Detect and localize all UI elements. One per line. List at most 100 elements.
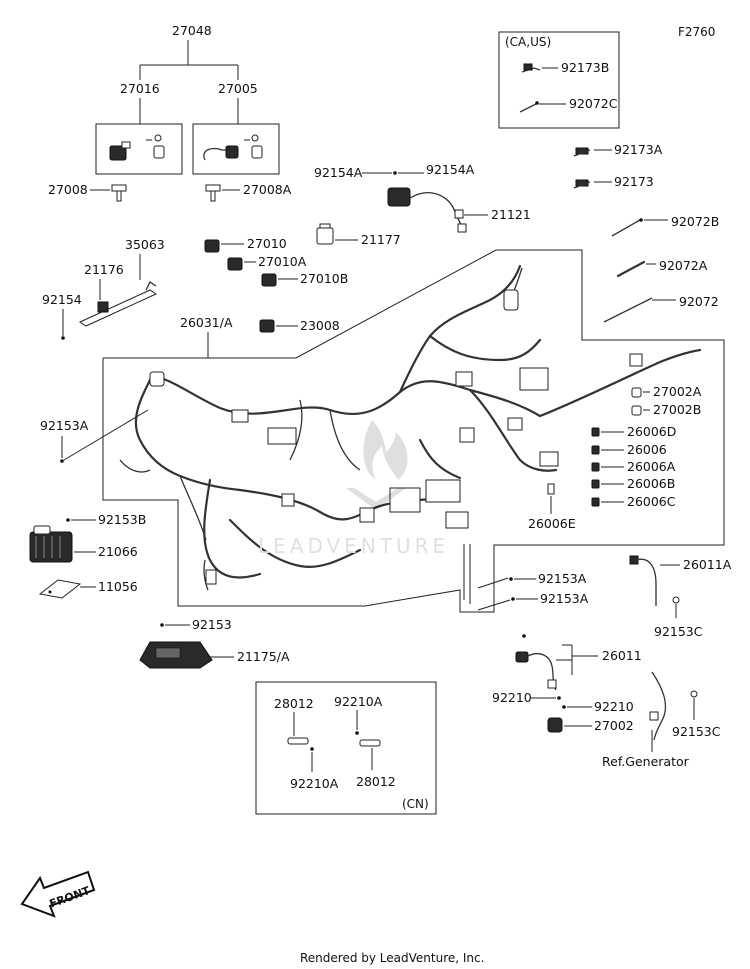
label-26011[interactable]: 26011 [602, 648, 642, 663]
label-92153[interactable]: 92153 [192, 617, 232, 632]
label-92154A-left[interactable]: 92154A [314, 165, 363, 180]
label-92173[interactable]: 92173 [614, 174, 654, 189]
label-92153A-2[interactable]: 92153A [540, 591, 589, 606]
label-92154A-right[interactable]: 92154A [426, 162, 475, 177]
terminal-26006C-part [591, 497, 600, 507]
clip-92173A-part [573, 147, 591, 157]
label-27005[interactable]: 27005 [218, 81, 258, 96]
label-92153A-left[interactable]: 92153A [40, 418, 89, 433]
label-92154[interactable]: 92154 [42, 292, 82, 307]
band-92072C-part [519, 101, 539, 113]
box-cn [255, 681, 437, 815]
box-27005 [192, 123, 280, 175]
label-26006B[interactable]: 26006B [627, 476, 675, 491]
switch-27010B-part [261, 273, 277, 287]
label-92072A[interactable]: 92072A [659, 258, 708, 273]
label-92210A-b[interactable]: 92210A [290, 776, 339, 791]
bracket-35063-part [78, 281, 158, 327]
terminal-26006D-part [591, 427, 600, 437]
label-27002A[interactable]: 27002A [653, 384, 702, 399]
watermark-logo [346, 420, 408, 510]
label-27048[interactable]: 27048 [172, 23, 212, 38]
label-92072B[interactable]: 92072B [671, 214, 719, 229]
lead-26011-part [515, 651, 557, 691]
label-27010[interactable]: 27010 [247, 236, 287, 251]
cap-27002B-part [631, 405, 642, 416]
label-27002B[interactable]: 27002B [653, 402, 701, 417]
label-92153A-1[interactable]: 92153A [538, 571, 587, 586]
label-23008[interactable]: 23008 [300, 318, 340, 333]
clip-92173B-part [521, 63, 541, 73]
generator-lead-part [649, 671, 667, 741]
harness-outline [102, 249, 725, 613]
label-26006D[interactable]: 26006D [627, 424, 676, 439]
clip-27008-part [111, 184, 127, 202]
label-21176[interactable]: 21176 [84, 262, 124, 277]
footer-credit: Rendered by LeadVenture, Inc. [300, 951, 484, 965]
cap-27002A-part [631, 387, 642, 398]
band-92072A-part [616, 260, 646, 278]
pad-11056-part [38, 579, 82, 599]
label-cn: (CN) [402, 797, 429, 811]
label-92072C[interactable]: 92072C [569, 96, 618, 111]
label-92210-right[interactable]: 92210 [594, 699, 634, 714]
label-92072[interactable]: 92072 [679, 294, 719, 309]
sensor-21121-part [387, 187, 467, 233]
label-26006[interactable]: 26006 [627, 442, 667, 457]
clip-28012-a-part [287, 737, 309, 745]
label-35063[interactable]: 35063 [125, 237, 165, 252]
label-21177[interactable]: 21177 [361, 232, 401, 247]
main-harness-part [119, 264, 702, 591]
terminal-26006-part [591, 445, 600, 455]
box-27016 [95, 123, 183, 175]
figure-code: F2760 [678, 25, 715, 39]
relay-21177-part [316, 223, 334, 245]
label-92173A[interactable]: 92173A [614, 142, 663, 157]
screw-92153C-part-1 [672, 596, 680, 604]
label-27010A[interactable]: 27010A [258, 254, 307, 269]
label-92173B[interactable]: 92173B [561, 60, 609, 75]
switch-27005-part [203, 134, 263, 161]
regulator-21066-part [29, 525, 73, 563]
terminal-26006E-part [547, 483, 555, 495]
terminal-26006B-part [591, 479, 600, 489]
clip-92173-part [573, 179, 591, 189]
front-arrow-icon: FRONT [20, 870, 96, 918]
relay-23008-part [259, 319, 275, 333]
label-27016[interactable]: 27016 [120, 81, 160, 96]
label-28012-a[interactable]: 28012 [274, 696, 314, 711]
label-26011A[interactable]: 26011A [683, 557, 732, 572]
label-92153C-2[interactable]: 92153C [672, 724, 721, 739]
label-27008[interactable]: 27008 [48, 182, 88, 197]
label-26006E[interactable]: 26006E [528, 516, 576, 531]
label-27002[interactable]: 27002 [594, 718, 634, 733]
label-26006A[interactable]: 26006A [627, 459, 676, 474]
ref-generator: Ref.Generator [602, 754, 690, 769]
label-26006C[interactable]: 26006C [627, 494, 676, 509]
label-92210A-a[interactable]: 92210A [334, 694, 383, 709]
ecu-21175A-part [139, 641, 213, 669]
label-27008A[interactable]: 27008A [243, 182, 292, 197]
label-92210-left[interactable]: 92210 [492, 690, 532, 705]
label-26031A[interactable]: 26031/A [180, 315, 233, 330]
terminal-26006A-part [591, 462, 600, 472]
box-ca-us [498, 31, 620, 129]
band-92072B-part [611, 218, 643, 237]
watermark-text: LEADVENTURE [258, 534, 449, 558]
lead-26011A-part [629, 555, 657, 606]
label-21121[interactable]: 21121 [491, 207, 531, 222]
cap-27002-part [547, 717, 563, 733]
label-21175A[interactable]: 21175/A [237, 649, 290, 664]
label-92153C-1[interactable]: 92153C [654, 624, 703, 639]
label-ca-us: (CA,US) [505, 35, 551, 49]
label-11056[interactable]: 11056 [98, 579, 138, 594]
label-27010B[interactable]: 27010B [300, 271, 348, 286]
label-92153B[interactable]: 92153B [98, 512, 146, 527]
screw-92153C-part-2 [690, 690, 698, 698]
band-92072-part [603, 297, 653, 323]
clip-27008A-part [205, 184, 221, 202]
clip-28012-b-part [359, 739, 381, 747]
label-21066[interactable]: 21066 [98, 544, 138, 559]
label-28012-b[interactable]: 28012 [356, 774, 396, 789]
